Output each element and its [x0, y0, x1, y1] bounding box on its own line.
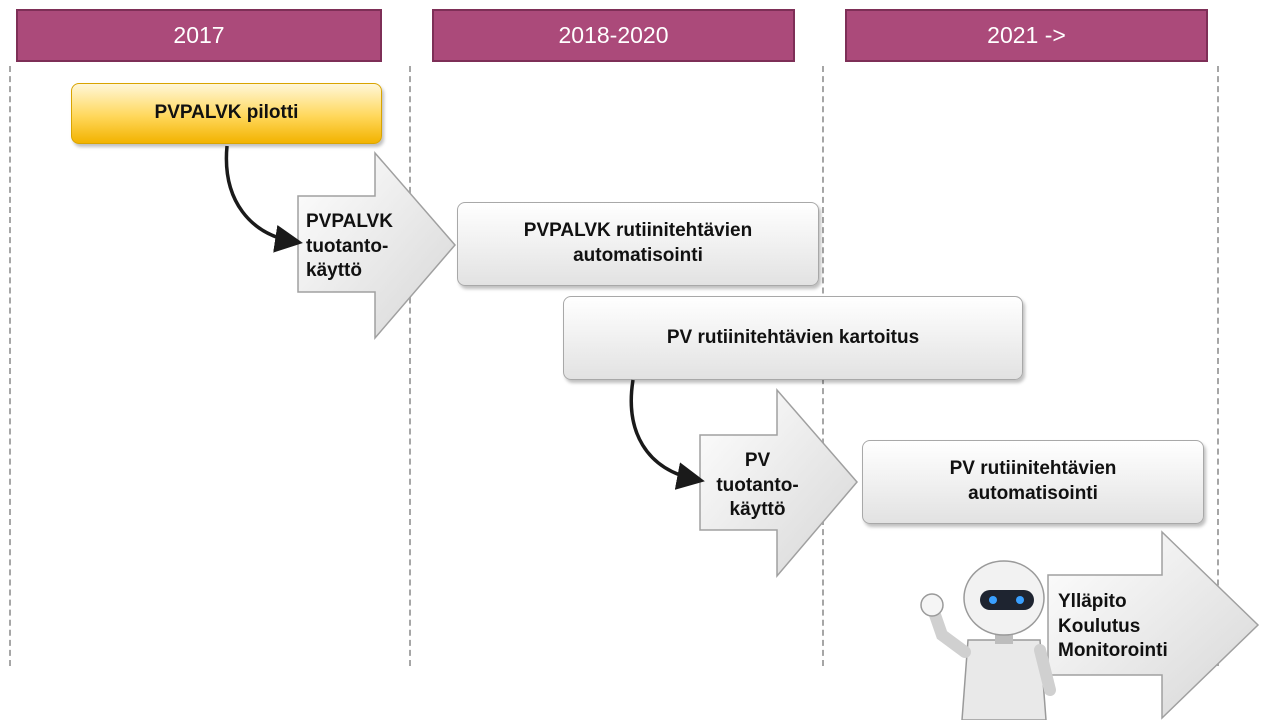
maintenance-line-3: Monitorointi — [1058, 640, 1168, 662]
pvpalvk-production-arrow — [297, 150, 456, 341]
pv-production-line-1: PV — [744, 450, 771, 471]
pv-production-line-2: tuotanto- — [716, 474, 799, 496]
pvpalvk-production-label: PVPALVK tuotanto- käyttö — [306, 210, 393, 284]
pv-automation-line-1: PV rutiinitehtävien — [949, 458, 1117, 480]
header-2021: 2021 -> — [845, 9, 1208, 62]
robot-icon — [920, 560, 1056, 720]
pv-production-label: PV tuotanto- käyttö — [710, 449, 805, 523]
divider-right — [1217, 66, 1219, 666]
pvpalvk-automation-line-2: automatisointi — [573, 245, 703, 266]
pvpalvk-production-line-3: käyttö — [306, 260, 362, 282]
divider-left — [9, 66, 11, 666]
pilot-label: PVPALVK pilotti — [154, 102, 299, 124]
pilot-box: PVPALVK pilotti — [71, 83, 382, 144]
pv-automation-box: PV rutiinitehtävien automatisointi — [862, 440, 1204, 524]
pv-mapping-label: PV rutiinitehtävien kartoitus — [666, 326, 920, 348]
maintenance-line-2: Koulutus — [1058, 615, 1141, 637]
pvpalvk-automation-line-1: PVPALVK rutiinitehtävien — [523, 220, 753, 242]
pilot-to-production-connector — [224, 145, 303, 253]
pvpalvk-production-line-1: PVPALVK — [306, 211, 393, 232]
pv-production-line-3: käyttö — [729, 499, 786, 521]
pvpalvk-production-line-2: tuotanto- — [306, 235, 389, 257]
header-2018-2020: 2018-2020 — [432, 9, 795, 62]
pv-mapping-box: PV rutiinitehtävien kartoitus — [563, 296, 1023, 380]
mapping-to-production-connector — [629, 379, 705, 490]
pvpalvk-automation-box: PVPALVK rutiinitehtävien automatisointi — [457, 202, 819, 286]
header-2017: 2017 — [16, 9, 382, 62]
divider-2018 — [409, 66, 411, 666]
pv-production-arrow — [699, 387, 858, 579]
maintenance-arrow — [1047, 530, 1260, 720]
pv-automation-line-2: automatisointi — [968, 483, 1098, 504]
maintenance-line-1: Ylläpito — [1058, 591, 1127, 612]
maintenance-label: Ylläpito Koulutus Monitorointi — [1058, 590, 1168, 664]
